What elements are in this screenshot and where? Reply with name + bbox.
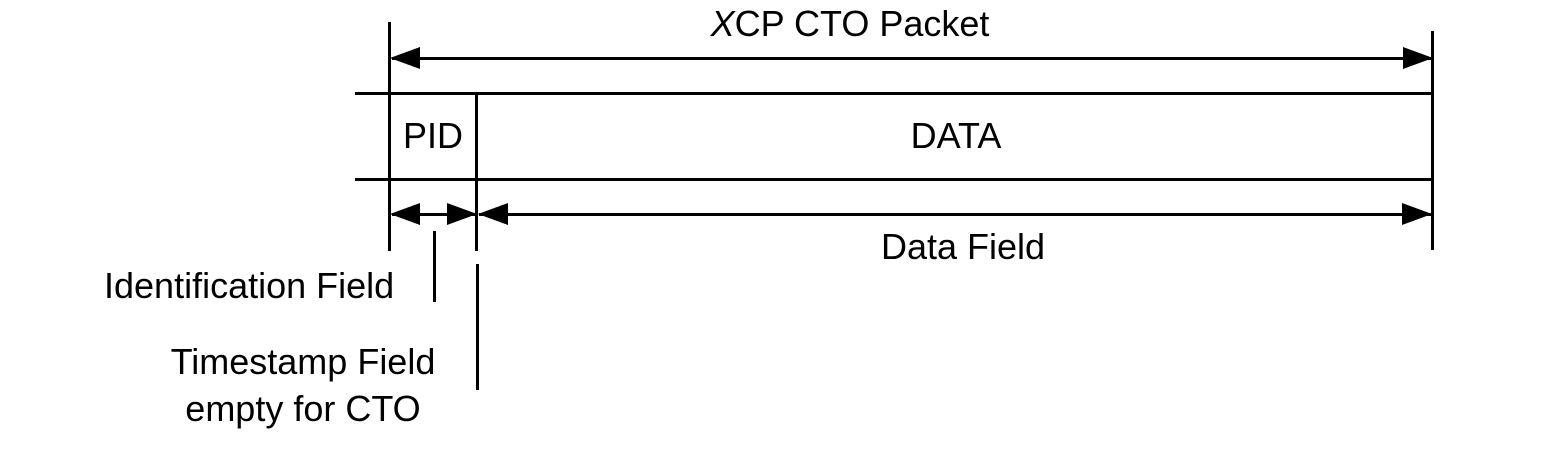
timestamp-leader-line <box>476 264 479 390</box>
identification-arrowhead-right-icon <box>447 203 477 225</box>
data-field-label: Data Field <box>880 226 1046 267</box>
identification-leader-line <box>433 231 436 302</box>
data-cell-label: DATA <box>910 115 1002 156</box>
packet-right-boundary-line <box>1431 31 1434 250</box>
title-italic-x: X <box>710 3 735 44</box>
timestamp-field-label: Timestamp Field empty for CTO <box>150 338 456 432</box>
data-field-arrowhead-right-icon <box>1402 203 1432 225</box>
timestamp-field-label-line1: Timestamp Field <box>170 341 436 382</box>
identification-arrowhead-left-icon <box>390 203 420 225</box>
data-field-arrowhead-left-icon <box>478 203 508 225</box>
pid-data-divider-line <box>475 92 478 251</box>
timestamp-field-label-line2: empty for CTO <box>185 388 421 429</box>
packet-extent-arrow-line <box>392 57 1431 60</box>
packet-left-boundary-line <box>388 22 391 251</box>
data-field-extent-arrow-line <box>479 213 1432 216</box>
packet-box-top-border <box>355 92 1434 95</box>
diagram-title: XCP CTO Packet <box>550 3 1150 45</box>
title-rest: CP CTO Packet <box>734 3 990 44</box>
identification-field-label: Identification Field <box>104 265 395 306</box>
packet-box-bottom-border <box>355 178 1434 181</box>
arrowhead-right-icon <box>1403 47 1433 69</box>
pid-cell-label: PID <box>402 115 463 156</box>
arrowhead-left-icon <box>390 47 420 69</box>
identification-extent-arrow-line <box>392 213 476 216</box>
